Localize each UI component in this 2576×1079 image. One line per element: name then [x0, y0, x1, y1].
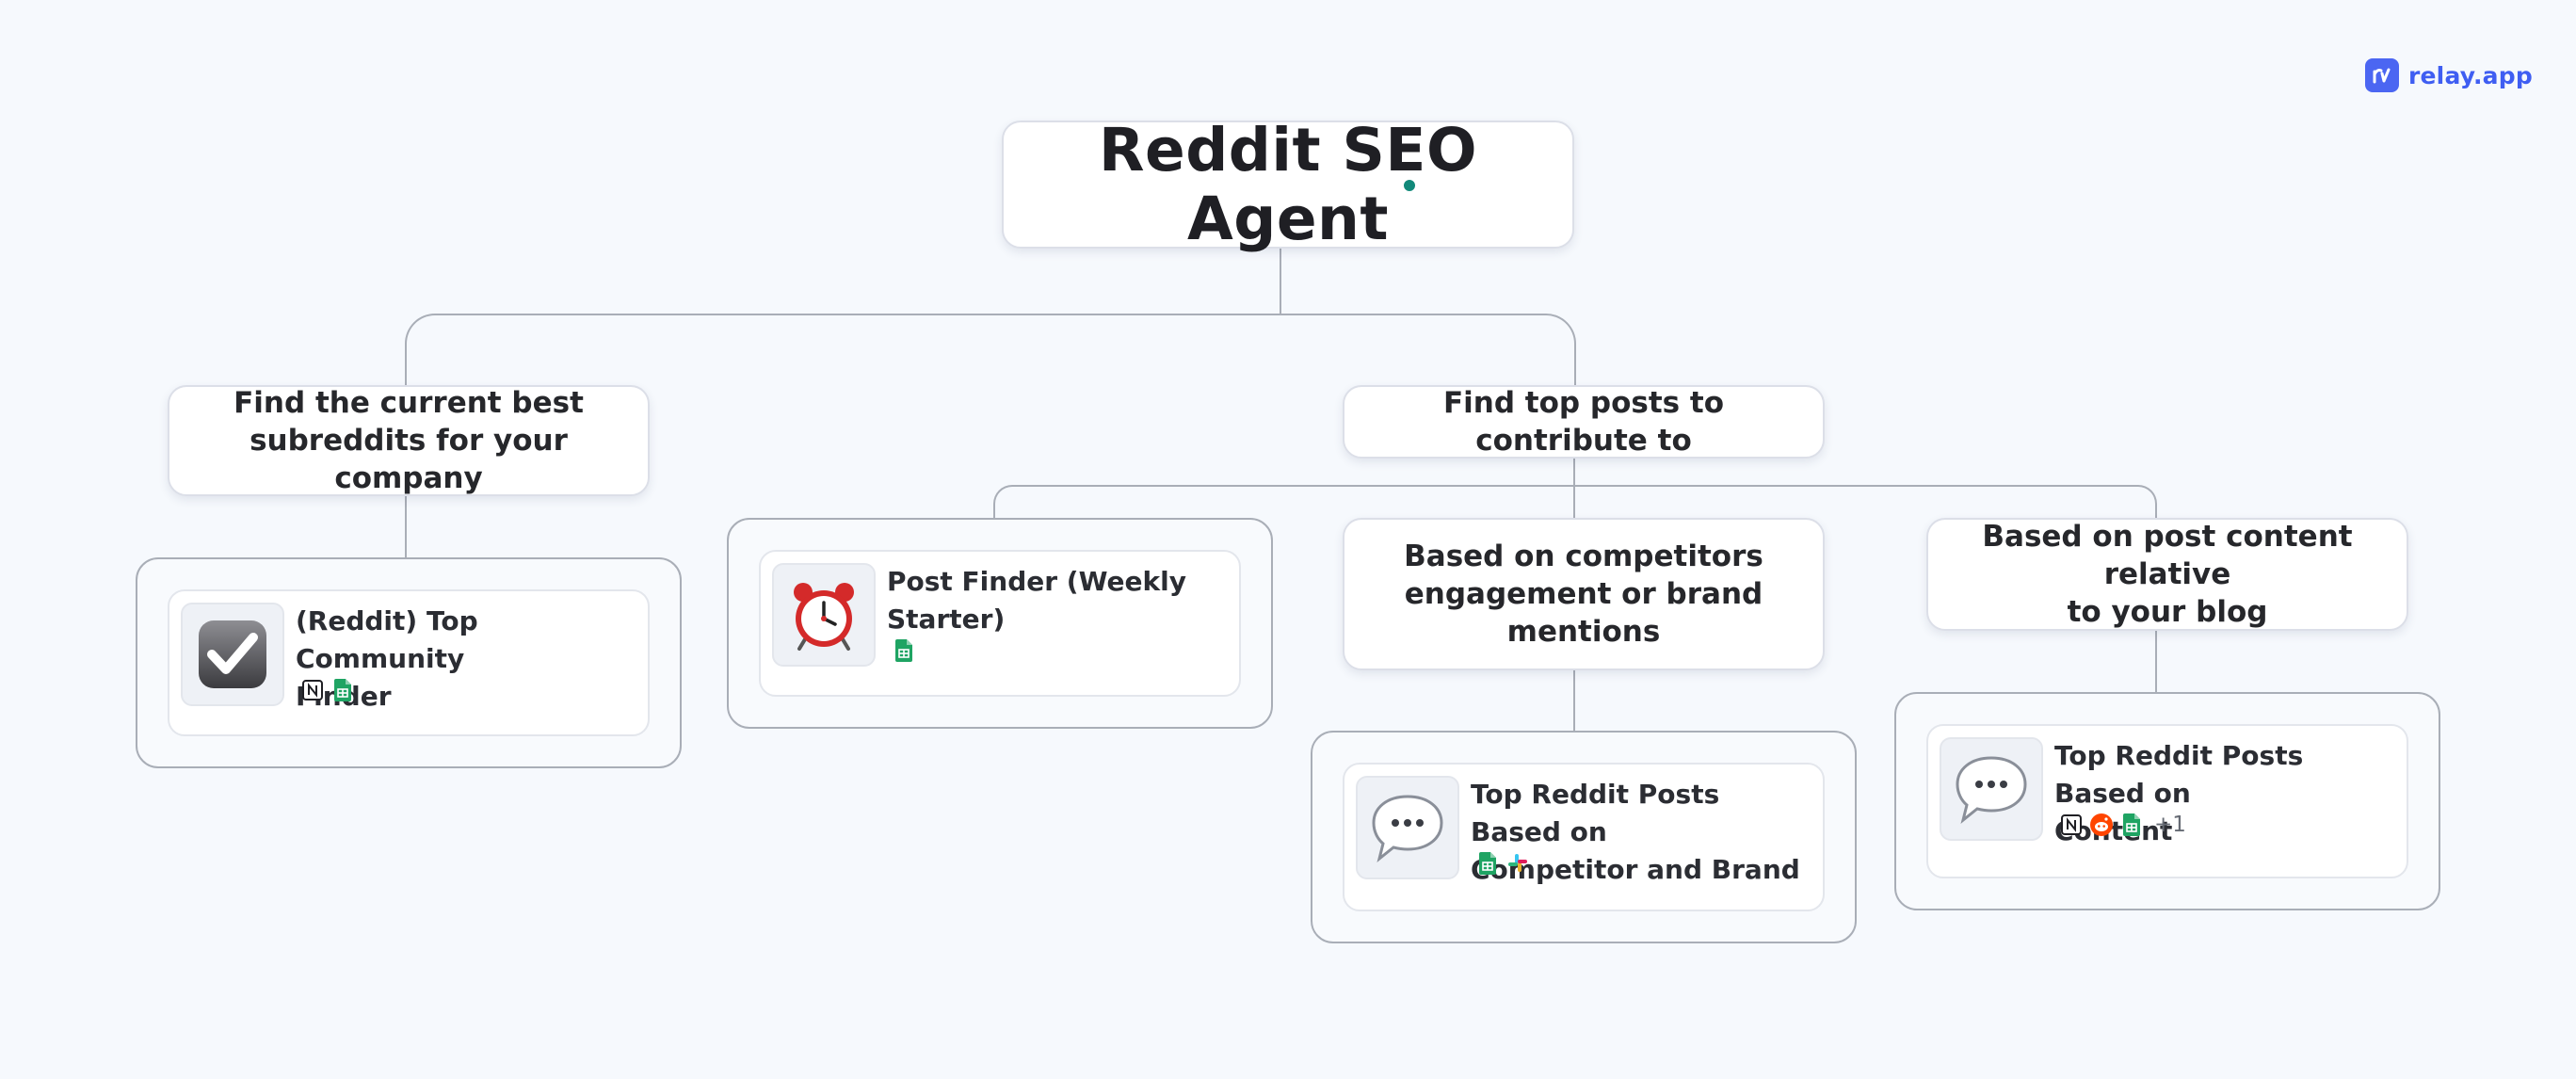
node-competitors: Based on competitors engagement or brand…	[1343, 518, 1825, 670]
card-community-finder[interactable]: (Reddit) Top Community Finder	[136, 557, 682, 768]
workflow-competitor-posts[interactable]: Top Reddit Posts Based on Competitor and…	[1343, 763, 1825, 911]
relay-logo-icon	[2365, 58, 2399, 92]
connector-subreddits-card	[405, 495, 407, 557]
workflow-content-posts[interactable]: Top Reddit Posts Based on Content +1	[1926, 724, 2408, 878]
speech-bubble-icon	[1940, 737, 2043, 841]
notion-icon	[301, 678, 324, 702]
workflow-post-finder[interactable]: Post Finder (Weekly Starter)	[759, 550, 1241, 697]
card-title-line1: Top Reddit Posts Based on	[2054, 740, 2304, 809]
card-content-posts[interactable]: Top Reddit Posts Based on Content +1	[1894, 692, 2440, 910]
connector-branch-right	[1280, 314, 1576, 391]
google-sheets-icon	[893, 638, 915, 663]
notion-icon	[2060, 813, 2083, 837]
card-post-finder[interactable]: Post Finder (Weekly Starter)	[727, 518, 1273, 729]
title-node: Reddit SEO Agent	[1002, 116, 1574, 253]
connector-competitors-card	[1573, 670, 1575, 731]
page-title: Reddit SEO Agent	[1098, 116, 1478, 253]
card-title-line1: Top Reddit Posts Based on	[1471, 779, 1720, 847]
node-competitors-line2: engagement or brand	[1404, 577, 1763, 611]
connector-branch-left	[405, 314, 1283, 391]
node-subreddits-line2: subreddits for your company	[250, 424, 568, 495]
connector-content-card	[2155, 631, 2157, 693]
card-title-line1: (Reddit) Top Community	[296, 605, 478, 674]
connector-sub-left	[993, 485, 1577, 521]
node-competitors-line1: Based on competitors	[1404, 540, 1763, 573]
speech-bubble-icon	[1356, 776, 1459, 879]
reddit-icon	[2090, 813, 2113, 837]
node-subreddits-line1: Find the current best	[233, 386, 584, 420]
node-content: Based on post content relative to your b…	[1926, 518, 2408, 631]
card-title-line1: Post Finder (Weekly	[887, 566, 1186, 597]
connection-dot[interactable]	[1401, 177, 1418, 194]
brand-name: relay.app	[2408, 61, 2533, 89]
card-title-line2: Starter)	[887, 604, 1006, 635]
node-content-line1: Based on post content relative	[1982, 520, 2353, 591]
node-top-posts-label: Find top posts to contribute to	[1442, 386, 1725, 458]
card-title-line2: Competitor and Brand	[1471, 854, 1800, 885]
brand[interactable]: relay.app	[2365, 58, 2533, 92]
connector-sub-right	[1573, 485, 2157, 525]
card-competitor-posts[interactable]: Top Reddit Posts Based on Competitor and…	[1311, 731, 1857, 943]
node-competitors-line3: mentions	[1506, 615, 1661, 649]
google-sheets-icon	[331, 678, 354, 702]
google-sheets-icon	[2120, 813, 2143, 837]
checkmark-icon	[181, 603, 284, 706]
alarm-clock-icon	[772, 563, 876, 667]
workflow-community-finder[interactable]: (Reddit) Top Community Finder	[168, 589, 650, 736]
node-subreddits: Find the current best subreddits for you…	[168, 385, 650, 496]
node-top-posts: Find top posts to contribute to	[1343, 385, 1825, 459]
google-sheets-icon	[1476, 851, 1499, 876]
slack-icon	[1506, 851, 1529, 876]
connector-title-down	[1280, 249, 1281, 314]
node-content-line2: to your blog	[2067, 595, 2268, 629]
more-tools-count: +1	[2154, 813, 2186, 837]
